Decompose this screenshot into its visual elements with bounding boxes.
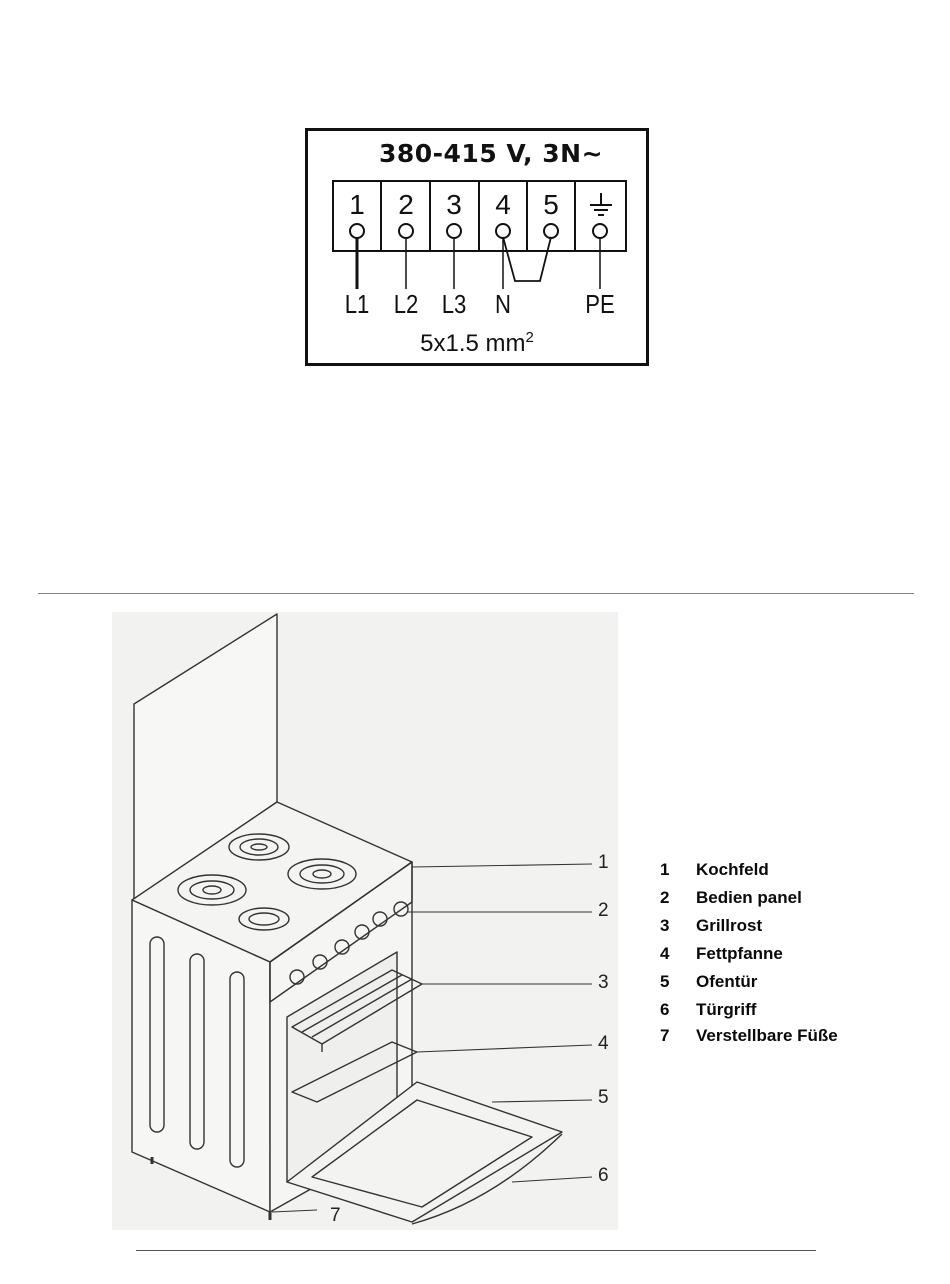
wire-label-l2: L2 — [381, 289, 432, 320]
terminal-3-label: 3 — [430, 189, 478, 221]
earth-ground-icon — [588, 191, 614, 221]
terminal-4-screw — [496, 224, 510, 238]
terminal-2-label: 2 — [382, 189, 430, 221]
callout-5: 5 — [598, 1087, 609, 1109]
stove-drawing — [112, 612, 618, 1230]
terminal-5-label: 5 — [527, 189, 575, 221]
callout-4: 4 — [598, 1033, 609, 1055]
wiring-diagram: 380-415 V, 3N~ 1 2 3 4 5 L1 L2 L3 N PE 5… — [305, 128, 649, 366]
cable-exponent: 2 — [526, 329, 534, 346]
terminal-5-screw — [544, 224, 558, 238]
wire-label-pe: PE — [575, 289, 626, 320]
callout-6: 6 — [598, 1165, 609, 1187]
stove-illustration: 1 2 3 4 5 6 7 — [112, 612, 618, 1230]
terminal-1-label: 1 — [333, 189, 381, 221]
callout-1: 1 — [598, 852, 609, 874]
wire-label-l3: L3 — [429, 289, 480, 320]
callout-3: 3 — [598, 972, 609, 994]
voltage-title: 380-415 V, 3N~ — [308, 139, 646, 168]
cable-text: 5x1.5 mm — [420, 330, 525, 357]
terminal-pe-screw — [593, 224, 607, 238]
terminal-2-screw — [399, 224, 413, 238]
terminal-1-screw — [350, 224, 364, 238]
callout-2: 2 — [598, 900, 609, 922]
cable-spec: 5x1.5 mm2 — [308, 329, 646, 358]
terminal-3-screw — [447, 224, 461, 238]
wire-label-l1: L1 — [332, 289, 383, 320]
callout-7: 7 — [330, 1205, 341, 1227]
bottom-rule — [136, 1250, 816, 1251]
terminal-4-label: 4 — [479, 189, 527, 221]
section-divider — [38, 593, 914, 594]
wire-label-n: N — [478, 289, 529, 320]
